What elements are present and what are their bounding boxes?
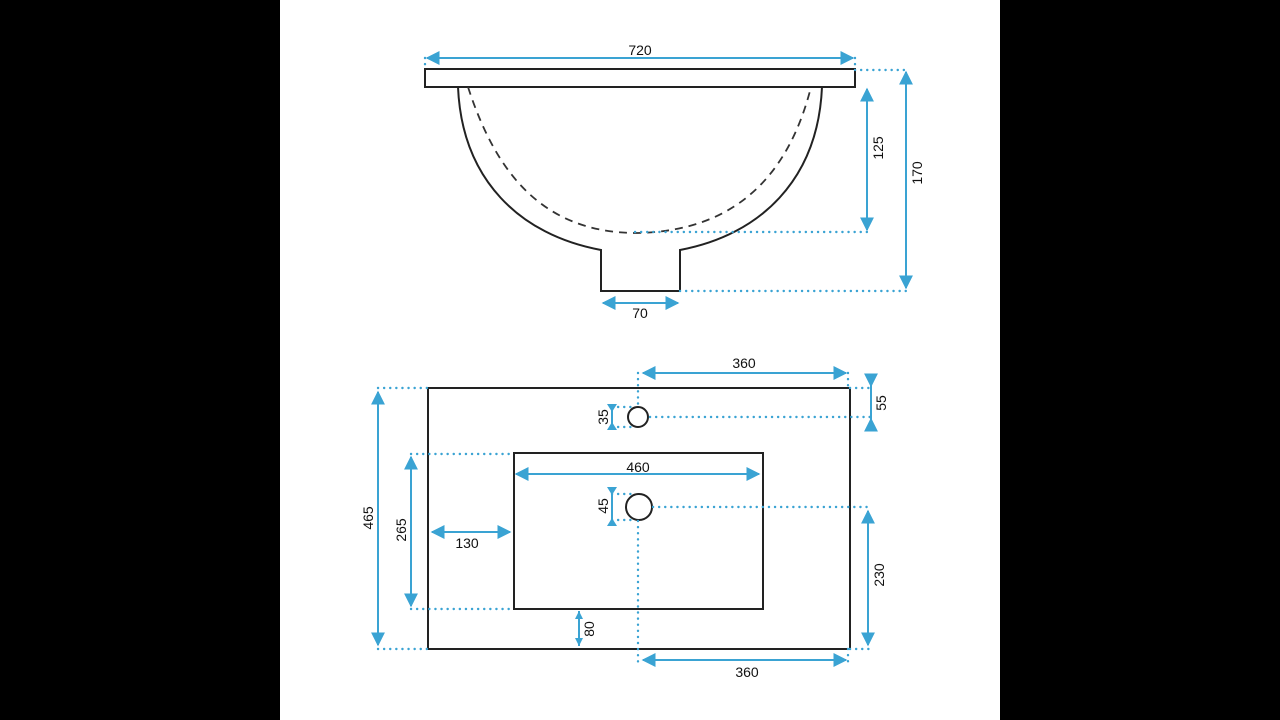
- inner-bowl-outline: [467, 86, 812, 234]
- drain-width-label: 70: [632, 305, 648, 321]
- front-margin-label: 80: [581, 621, 597, 637]
- drain-hole-label: 45: [595, 498, 611, 514]
- drain-from-front-label: 230: [871, 563, 887, 587]
- tap-hole: [627, 406, 649, 428]
- bowl-width-label: 460: [626, 459, 650, 475]
- tap-hole-arrows: [607, 404, 617, 430]
- drain-hole-arrows: [607, 487, 617, 526]
- basin-rim: [424, 68, 856, 88]
- total-height-label: 170: [909, 161, 925, 185]
- drain-offset-label: 360: [735, 664, 759, 680]
- basin-outline: [457, 86, 823, 292]
- side-view: 720 125 170 70: [423, 42, 925, 321]
- width-label: 720: [628, 42, 652, 58]
- drawing-sheet: [280, 0, 1000, 720]
- bowl-outline: [513, 452, 764, 610]
- front-margin-arrows: [575, 611, 583, 646]
- side-margin-label: 130: [455, 535, 479, 551]
- bowl-depth-label: 265: [393, 518, 409, 542]
- tap-hole-label: 35: [595, 409, 611, 425]
- top-view: 360 55 35 460 45 465: [360, 355, 889, 680]
- bowl-depth-label: 125: [870, 136, 886, 160]
- depth-label: 465: [360, 506, 376, 530]
- drain-hole: [625, 493, 653, 521]
- tap-from-back-label: 55: [873, 395, 889, 411]
- tap-offset-label: 360: [732, 355, 756, 371]
